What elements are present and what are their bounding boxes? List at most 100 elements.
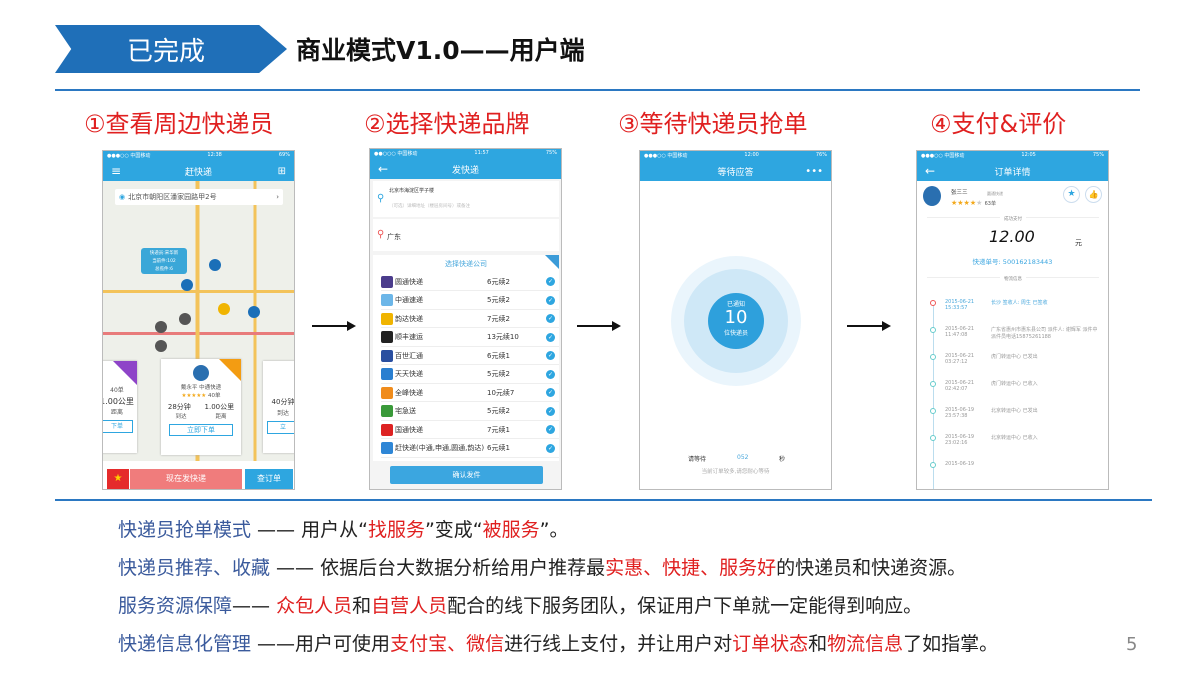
orders: 40单: [207, 393, 221, 399]
courier-marker[interactable]: [209, 259, 221, 271]
sender-address[interactable]: ⚲北京市海淀区学子楼（可选）详细地址（楼层房间号）或备注: [373, 181, 559, 217]
company-row[interactable]: 韵达快递 7元续2 ✓: [381, 310, 559, 328]
courier-marker[interactable]: [218, 303, 230, 315]
more-icon[interactable]: •••: [805, 165, 823, 177]
checkbox-checked-icon[interactable]: ✓: [546, 277, 555, 286]
courier-marker[interactable]: [155, 340, 167, 352]
checkbox-checked-icon[interactable]: ✓: [546, 314, 555, 323]
courier-marker[interactable]: [179, 313, 191, 325]
step-1-heading: ①查看周边快递员: [84, 110, 274, 138]
nav-bar: ≡赶快递⊞: [103, 161, 294, 181]
company-price: 6元续1: [487, 444, 510, 452]
battery: 75%: [1092, 152, 1104, 158]
seconds-unit: 秒: [779, 456, 786, 463]
logistics-divider: 物流信息: [927, 277, 1099, 286]
view-orders-button[interactable]: 查订单: [245, 469, 293, 489]
divider: [55, 499, 1152, 501]
timeline-dot-icon: [930, 462, 936, 468]
tracking-number[interactable]: 快递单号: 500162183443: [972, 258, 1053, 266]
back-arrow-icon[interactable]: ←: [378, 162, 389, 176]
timeline-dot-icon: [930, 354, 936, 360]
bullet-text: ——用户可使用: [251, 633, 391, 655]
checkbox-checked-icon[interactable]: ✓: [546, 388, 555, 397]
timeline-date: 2015-06-19 23:02:16: [945, 434, 975, 446]
gift-icon[interactable]: ⊞: [277, 165, 286, 177]
location-text: 北京市朝阳区潘家园路甲2号: [128, 193, 217, 201]
checkbox-checked-icon[interactable]: ✓: [546, 406, 555, 416]
bullet-text: 了如指掌。: [903, 633, 999, 655]
send-now-button[interactable]: 现在发快递: [130, 469, 242, 489]
logistics-label: 物流信息: [1000, 277, 1026, 282]
checkbox-checked-icon[interactable]: ✓: [546, 332, 555, 342]
arrival-time: 40分钟: [271, 398, 295, 406]
receiver-address[interactable]: ⚲广东: [373, 219, 559, 251]
order-now-button[interactable]: 立即下单: [169, 424, 233, 436]
to-address: 广东: [387, 233, 401, 241]
checkbox-checked-icon[interactable]: ✓: [546, 351, 555, 360]
notified-label: 已通知: [726, 301, 745, 308]
courier-name: 张三三: [951, 190, 968, 196]
battery: 69%: [278, 152, 290, 158]
avatar: [193, 365, 209, 381]
timeline-date: 2015-06-21 15:33:57: [945, 299, 975, 311]
company-row[interactable]: 赶快递(中通,申通,圆通,韵达)6元续1✓: [381, 440, 559, 458]
flow-arrow-icon: [312, 320, 356, 332]
checkbox-checked-icon[interactable]: ✓: [546, 295, 555, 305]
location-bar[interactable]: ◉北京市朝阳区潘家园路甲2号›: [115, 189, 283, 205]
company-name: 百世汇通: [395, 351, 423, 360]
checkbox-checked-icon[interactable]: ✓: [546, 425, 555, 434]
bullet-text: ”变成“: [424, 519, 483, 541]
page-number: 5: [1126, 634, 1138, 655]
menu-icon[interactable]: ≡: [111, 164, 122, 178]
company-price: 7元续2: [487, 314, 510, 323]
company-name: 韵达快递: [395, 314, 423, 323]
divider: [55, 89, 1140, 91]
bullet-label: 快递信息化管理: [118, 633, 252, 655]
courier-marker[interactable]: [248, 306, 260, 318]
bullet-text: —— 依据后台大数据分析给用户推荐最: [270, 557, 606, 579]
courier-marker[interactable]: [181, 279, 193, 291]
favorites-button[interactable]: ★: [107, 469, 129, 489]
courier-marker[interactable]: [155, 321, 167, 333]
timeline-line: [933, 303, 934, 489]
chevron-right-icon: ›: [276, 193, 279, 201]
bullet-text: 的快递员和快递资源。: [776, 557, 967, 579]
select-all-corner[interactable]: [545, 255, 559, 269]
company-logo-icon: [381, 331, 393, 343]
location-pin-icon: ⚲: [377, 229, 385, 240]
company-name: 天天快递: [395, 370, 423, 378]
company-logo-icon: [381, 312, 393, 325]
carrier: ●●●○○ 中国移动: [107, 153, 151, 159]
screen-title: 等待应答: [717, 167, 754, 178]
courier-company: 圆通快递: [987, 191, 1003, 196]
paid-label: 成功支付: [1000, 217, 1026, 222]
popup-line: 快递员:宋华新: [149, 251, 179, 256]
checkbox-checked-icon[interactable]: ✓: [546, 369, 555, 379]
company-price: 6元续2: [487, 277, 510, 286]
favorite-star-icon[interactable]: ★: [1063, 186, 1080, 203]
address-hint: （可选）详细地址（楼层房间号）或备注: [389, 204, 470, 209]
distance: 1.00公里: [102, 397, 134, 406]
confirm-send-button[interactable]: 确认发件: [390, 466, 543, 484]
checkbox-checked-icon[interactable]: ✓: [546, 443, 555, 453]
courier-card-right[interactable]: 40分钟到达立: [263, 361, 295, 453]
rating-stars: ★★★★★ 63单: [951, 199, 996, 207]
back-arrow-icon[interactable]: ←: [925, 164, 936, 178]
highlight-text: 实惠、快捷、服务好: [605, 557, 777, 579]
order-button[interactable]: 立: [267, 421, 294, 434]
order-button[interactable]: 下单: [103, 420, 133, 433]
thumbs-up-icon[interactable]: 👍: [1085, 186, 1102, 203]
location-pin-icon: ⚲: [377, 193, 385, 204]
